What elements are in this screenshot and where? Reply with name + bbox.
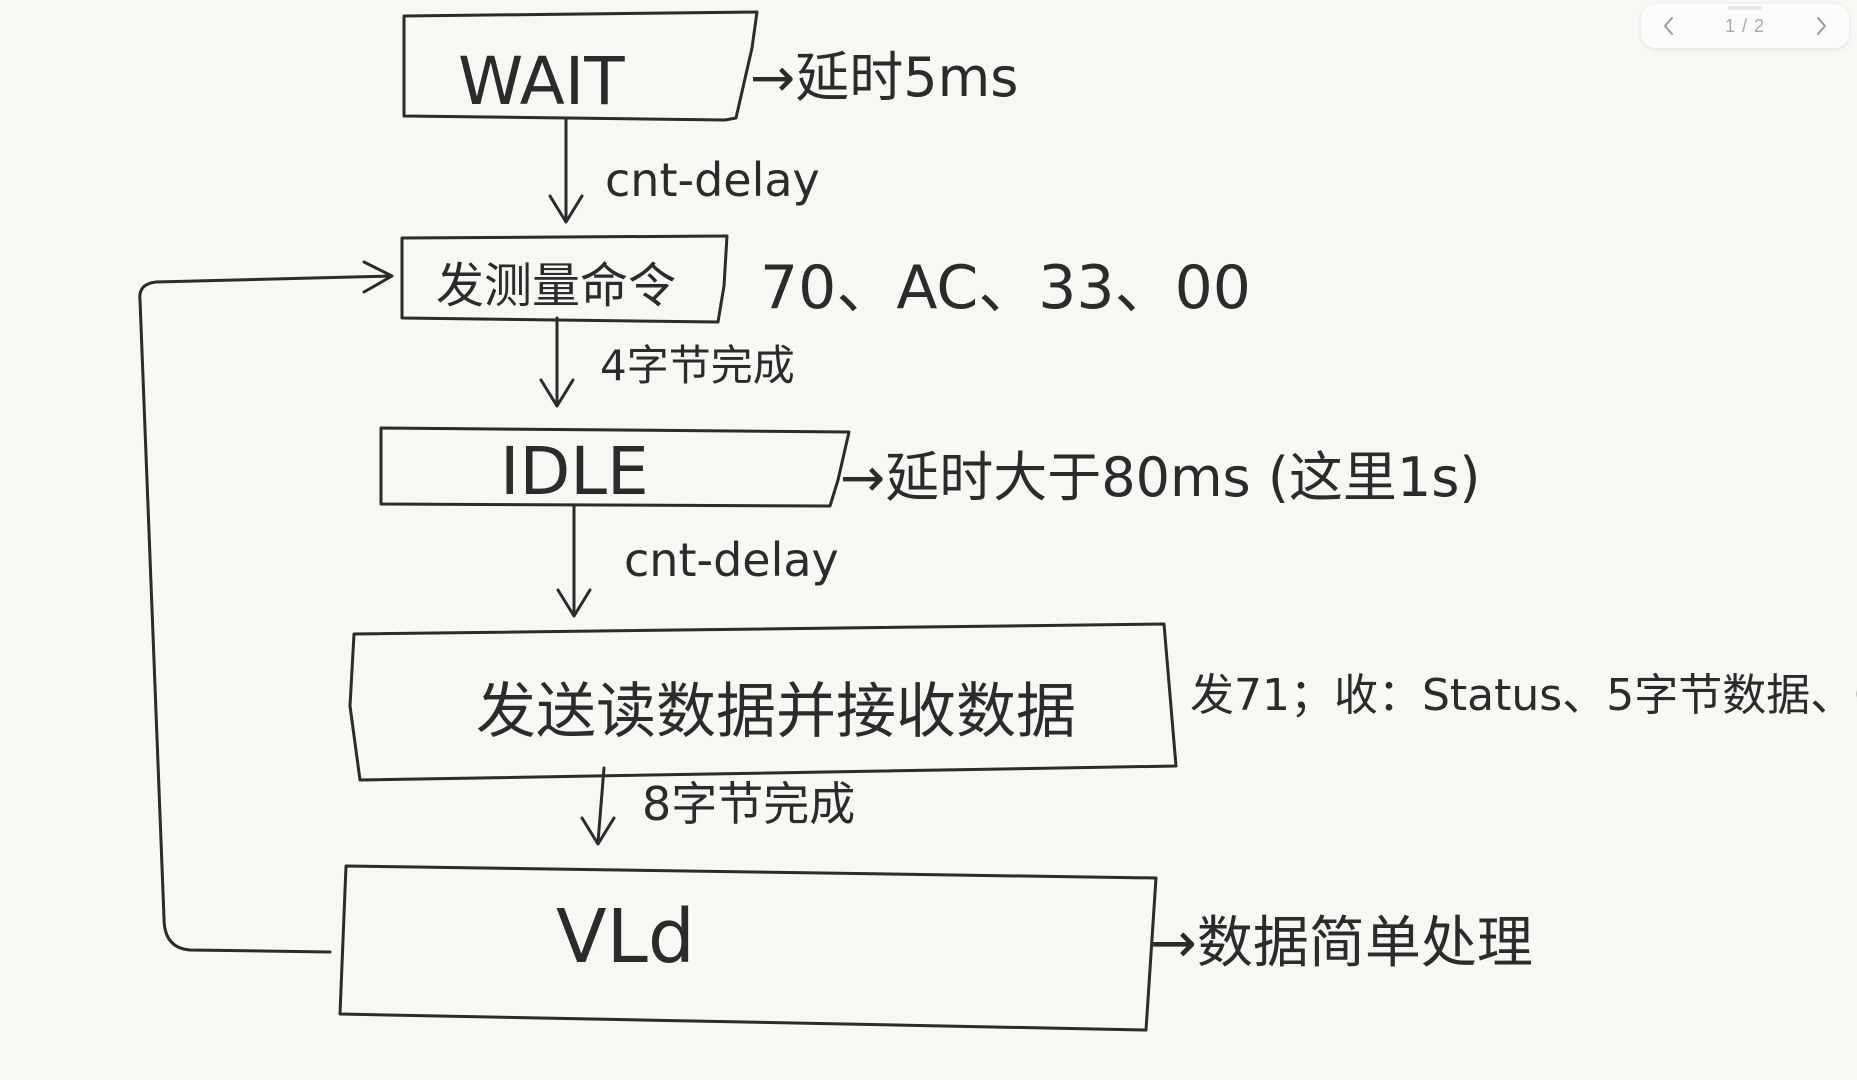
pager-drag-handle[interactable] xyxy=(1728,6,1762,10)
edge-label: 8字节完成 xyxy=(642,777,855,831)
edge-arrow xyxy=(548,116,584,224)
edge-idle-to-send-read: cnt-delay xyxy=(556,504,839,618)
node-vld-label: VLd xyxy=(556,894,695,980)
edge-wait-to-send-cmd: cnt-delay xyxy=(548,116,820,224)
node-vld: VLd xyxy=(338,864,1158,1032)
edge-loop-arrow xyxy=(138,260,394,954)
node-send-cmd: 发测量命令 xyxy=(400,234,729,324)
node-send-cmd-label: 发测量命令 xyxy=(436,258,676,314)
node-send-read-label: 发送读数据并接收数据 xyxy=(476,677,1076,747)
edge-label: cnt-delay xyxy=(605,153,820,207)
node-send-read-box xyxy=(348,622,1178,782)
edge-send-read-to-vld: 8字节完成 xyxy=(580,766,855,846)
node-send-read-note: 发71；收：Status、5字节数据、CRC xyxy=(1190,670,1857,721)
node-idle-label: IDLE xyxy=(500,433,649,510)
edge-arrow xyxy=(539,316,575,408)
edge-label: cnt-delay xyxy=(624,533,839,587)
node-wait: WAIT xyxy=(402,10,759,122)
node-vld-box xyxy=(338,864,1158,1032)
node-vld-note: →数据简单处理 xyxy=(1150,911,1533,976)
node-send-read: 发送读数据并接收数据 xyxy=(348,622,1178,782)
edge-vld-to-send-cmd-loop xyxy=(138,260,394,954)
edge-label: 4字节完成 xyxy=(600,341,795,390)
node-idle-note: →延时大于80ms (这里1s) xyxy=(840,446,1481,509)
edge-arrow xyxy=(556,504,592,618)
node-wait-note: →延时5ms xyxy=(750,46,1018,109)
edge-send-cmd-to-idle: 4字节完成 xyxy=(539,316,795,408)
node-idle: IDLE xyxy=(379,426,851,510)
node-wait-label: WAIT xyxy=(458,43,625,120)
chevron-right-icon[interactable] xyxy=(1807,12,1835,40)
page-indicator: 1 / 2 xyxy=(1724,15,1766,36)
edge-arrow xyxy=(580,766,616,846)
node-wait-box xyxy=(402,10,759,122)
node-send-cmd-box xyxy=(400,234,729,324)
page-navigator: 1 / 2 xyxy=(1641,4,1849,48)
node-idle-box xyxy=(379,426,851,508)
node-send-cmd-note: 70、AC、33、00 xyxy=(760,253,1251,323)
chevron-left-icon[interactable] xyxy=(1655,12,1683,40)
